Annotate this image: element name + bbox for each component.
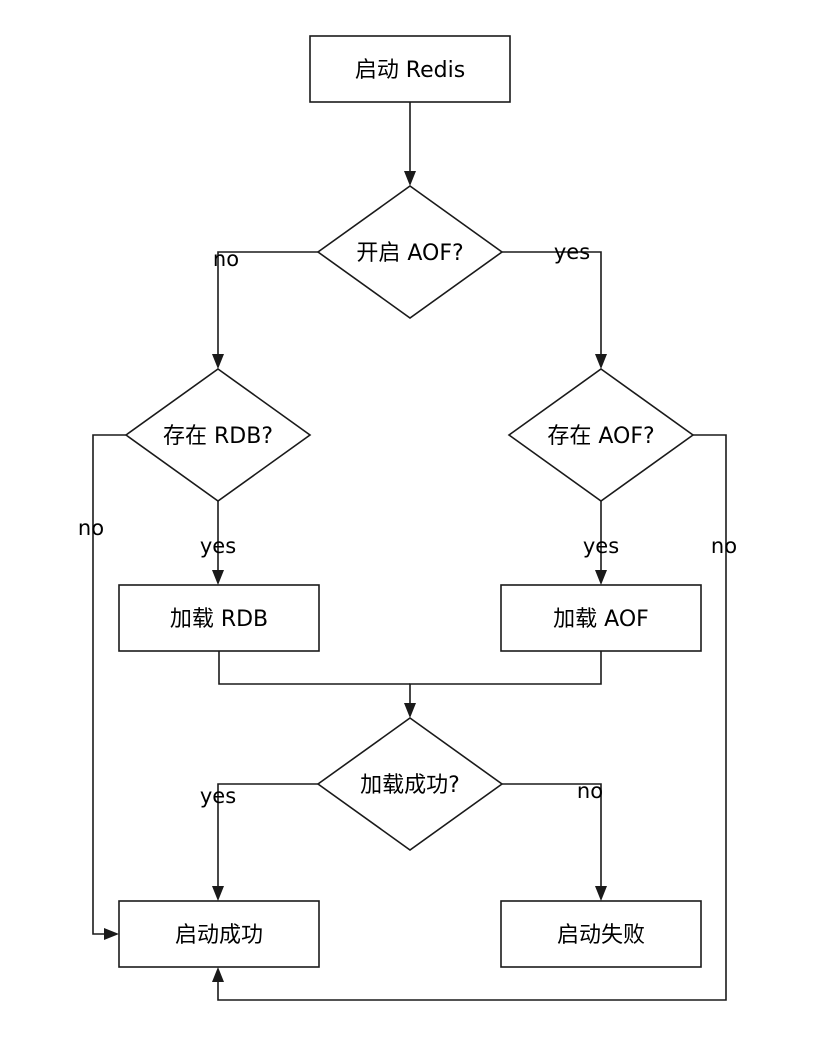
- arrow-head: [595, 886, 607, 901]
- node-start-success: 启动成功: [118, 900, 320, 968]
- node-aof-exists-decision: 存在 AOF?: [507, 368, 695, 502]
- arrow-head: [104, 928, 119, 940]
- node-aof-enabled-label: 开启 AOF?: [356, 241, 463, 266]
- edge-aof-enabled-no: [212, 251, 318, 369]
- edge-label-rdb-exists-no: no: [78, 516, 104, 540]
- edge-rdb-exists-no: [92, 434, 126, 940]
- edge-start-to-aof-enabled: [404, 102, 416, 186]
- node-aof-enabled-decision: 开启 AOF?: [316, 185, 504, 319]
- edge-aof-enabled-yes: [502, 251, 607, 369]
- node-load-rdb: 加载 RDB: [118, 584, 320, 652]
- node-start-failed: 启动失败: [500, 900, 702, 968]
- node-load-success-label: 加载成功?: [360, 773, 460, 798]
- arrow-head: [595, 354, 607, 369]
- node-rdb-exists-label: 存在 RDB?: [163, 424, 273, 449]
- node-load-rdb-label: 加载 RDB: [170, 607, 268, 632]
- edge-label-rdb-exists-yes: yes: [200, 534, 236, 558]
- node-start-redis-label: 启动 Redis: [355, 58, 465, 83]
- edge-label-aof-exists-no: no: [711, 534, 737, 558]
- node-start-redis: 启动 Redis: [309, 35, 511, 103]
- edge-load-aof-to-load-success: [404, 651, 602, 718]
- node-rdb-exists-decision: 存在 RDB?: [124, 368, 312, 502]
- edge-label-aof-enabled-yes: yes: [554, 240, 590, 264]
- node-start-success-label: 启动成功: [175, 923, 263, 948]
- edge-load-success-no: [502, 783, 607, 901]
- arrow-head: [404, 703, 416, 718]
- edge-aof-exists-yes: [595, 501, 607, 585]
- edge-aof-exists-no: [212, 434, 727, 1001]
- edge-label-load-success-yes: yes: [200, 784, 236, 808]
- node-start-failed-label: 启动失败: [557, 923, 645, 948]
- arrow-head: [212, 570, 224, 585]
- edge-label-aof-enabled-no: no: [213, 247, 239, 271]
- node-aof-exists-label: 存在 AOF?: [547, 424, 654, 449]
- arrow-head: [404, 171, 416, 186]
- node-load-aof-label: 加载 AOF: [553, 607, 649, 632]
- edge-label-aof-exists-yes: yes: [583, 534, 619, 558]
- arrow-head: [212, 967, 224, 982]
- edge-load-success-yes: [212, 783, 318, 901]
- arrow-head: [212, 354, 224, 369]
- arrow-head: [595, 570, 607, 585]
- edge-load-rdb-to-load-success: [218, 651, 410, 685]
- arrow-head: [212, 886, 224, 901]
- node-load-success-decision: 加载成功?: [316, 717, 504, 851]
- edge-rdb-exists-yes: [212, 501, 224, 585]
- node-load-aof: 加载 AOF: [500, 584, 702, 652]
- edge-label-load-success-no: no: [577, 779, 603, 803]
